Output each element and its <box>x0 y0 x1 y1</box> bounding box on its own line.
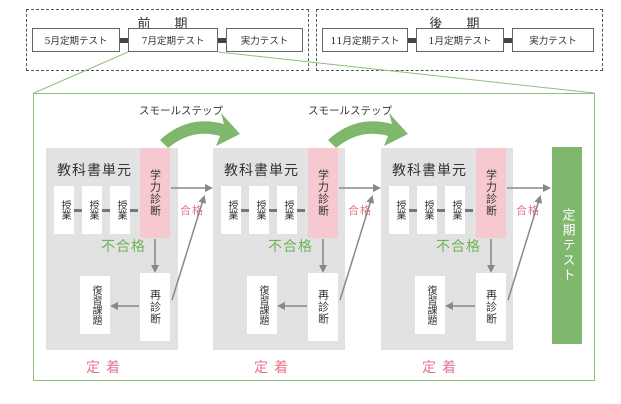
pass-label: 合格 <box>348 204 372 217</box>
rediagnosis-box: 再診断 <box>308 273 338 341</box>
final-periodic-test-box: 定期テスト <box>552 147 582 344</box>
lesson-box: 授業 <box>417 186 437 234</box>
settle-label: 定着 <box>422 360 462 376</box>
lesson-connector <box>297 209 305 212</box>
small-step-arrow <box>160 113 240 148</box>
lesson-box: 授業 <box>277 186 297 234</box>
pass-arrow <box>171 195 207 301</box>
pass-arrow <box>507 195 543 301</box>
review-task-box: 復習課題 <box>80 276 110 334</box>
small-step-arrow <box>328 113 408 148</box>
lesson-box: 授業 <box>389 186 409 234</box>
small-step-label: スモールステップ <box>139 105 223 117</box>
lesson-connector <box>269 209 277 212</box>
settle-label: 定着 <box>86 360 126 376</box>
test-january: 1月定期テスト <box>416 28 504 52</box>
lesson-box: 授業 <box>54 186 74 234</box>
test-connector <box>120 38 128 43</box>
fail-label: 不合格 <box>101 239 146 255</box>
lesson-connector <box>409 209 417 212</box>
test-connector <box>218 38 226 43</box>
test-july: 7月定期テスト <box>128 28 218 52</box>
detail-frame <box>33 93 595 381</box>
lesson-connector <box>74 209 82 212</box>
test-connector <box>408 38 416 43</box>
test-connector <box>504 38 512 43</box>
pass-arrow <box>339 195 375 301</box>
review-task-box: 復習課題 <box>247 276 277 334</box>
test-november: 11月定期テスト <box>322 28 408 52</box>
lesson-connector <box>241 209 249 212</box>
fail-label: 不合格 <box>268 239 313 255</box>
unit-title: 教科書単元 <box>57 163 132 179</box>
diagnosis-box: 学力診断 <box>140 148 170 238</box>
diagnosis-box: 学力診断 <box>308 148 338 238</box>
test-may: 5月定期テスト <box>32 28 120 52</box>
rediagnosis-box: 再診断 <box>140 273 170 341</box>
rediagnosis-box: 再診断 <box>476 273 506 341</box>
lesson-box: 授業 <box>82 186 102 234</box>
test-proficiency-second: 実力テスト <box>512 28 594 52</box>
test-proficiency-first: 実力テスト <box>226 28 303 52</box>
fail-label: 不合格 <box>436 239 481 255</box>
lesson-connector <box>465 209 473 212</box>
unit-title: 教科書単元 <box>224 163 299 179</box>
lesson-connector <box>130 209 138 212</box>
lesson-connector <box>102 209 110 212</box>
lesson-connector <box>437 209 445 212</box>
pass-label: 合格 <box>180 204 204 217</box>
lesson-box: 授業 <box>249 186 269 234</box>
settle-label: 定着 <box>254 360 294 376</box>
unit-title: 教科書単元 <box>392 163 467 179</box>
small-step-label: スモールステップ <box>308 105 392 117</box>
lesson-box: 授業 <box>221 186 241 234</box>
review-task-box: 復習課題 <box>415 276 445 334</box>
lesson-box: 授業 <box>445 186 465 234</box>
diagnosis-box: 学力診断 <box>476 148 506 238</box>
pass-label: 合格 <box>516 204 540 217</box>
lesson-box: 授業 <box>110 186 130 234</box>
